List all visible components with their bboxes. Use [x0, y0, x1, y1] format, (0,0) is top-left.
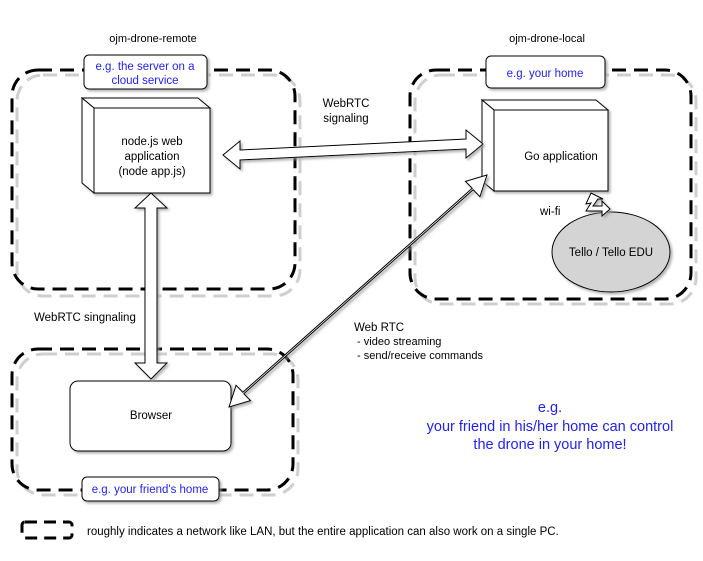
zone-browser-example-line-1: e.g. your friend's home — [92, 484, 209, 496]
node-tello-label: Tello / Tello EDU — [569, 247, 653, 259]
edge-webrtc-signaling-left — [133, 192, 169, 380]
node-nodejs-label-line-1: node.js web — [121, 136, 182, 148]
note-line-1: e.g. — [538, 400, 562, 416]
zone-remote-example-box: e.g. the server on a cloud service — [83, 54, 208, 90]
edge-web-rtc-label-line-2: - video streaming — [354, 336, 441, 348]
note: e.g. your friend in his/her home can con… — [427, 400, 674, 453]
legend: roughly indicates a network like LAN, bu… — [20, 520, 559, 540]
edge-webrtc-signaling-top-label-line-1: WebRTC — [323, 98, 370, 110]
edge-webrtc-signaling-top-label-line-2: signaling — [323, 113, 368, 125]
node-nodejs-label-line-2: application — [125, 151, 180, 163]
edge-webrtc-signaling-top — [222, 128, 484, 171]
legend-text: roughly indicates a network like LAN, bu… — [87, 526, 559, 538]
node-tello: Tello / Tello EDU — [551, 211, 671, 293]
node-go-app-cube: Go application — [480, 98, 610, 193]
node-browser: Browser — [69, 380, 232, 452]
zone-remote-title: ojm-drone-remote — [109, 33, 196, 45]
edge-webrtc-signaling-left-label: WebRTC singnaling — [34, 312, 136, 324]
zone-local-example-box: e.g. your home — [485, 55, 606, 89]
zone-browser-example-box: e.g. your friend's home — [81, 476, 220, 502]
edge-wifi — [585, 192, 611, 218]
zone-remote-example-line-1: e.g. the server on a — [95, 61, 195, 73]
edge-web-rtc-label-line-3: - send/receive commands — [354, 350, 483, 362]
edge-wifi-label: wi-fi — [539, 206, 560, 218]
edge-web-rtc — [228, 174, 488, 408]
node-go-app-label-line-1: Go application — [524, 151, 598, 163]
zone-local-example-line-1: e.g. your home — [507, 68, 584, 80]
zone-local-title: ojm-drone-local — [509, 33, 585, 45]
legend-dashed-swatch — [20, 520, 74, 540]
note-line-2: your friend in his/her home can control — [427, 419, 674, 435]
node-browser-label: Browser — [130, 410, 172, 422]
node-nodejs-label-line-3: (node app.js) — [118, 166, 185, 178]
node-nodejs-cube: node.js web application (node app.js) — [80, 96, 212, 195]
note-line-3: the drone in your home! — [473, 437, 626, 453]
zone-remote-example-line-2: cloud service — [111, 75, 178, 87]
edge-web-rtc-label-line-1: Web RTC — [354, 322, 404, 334]
